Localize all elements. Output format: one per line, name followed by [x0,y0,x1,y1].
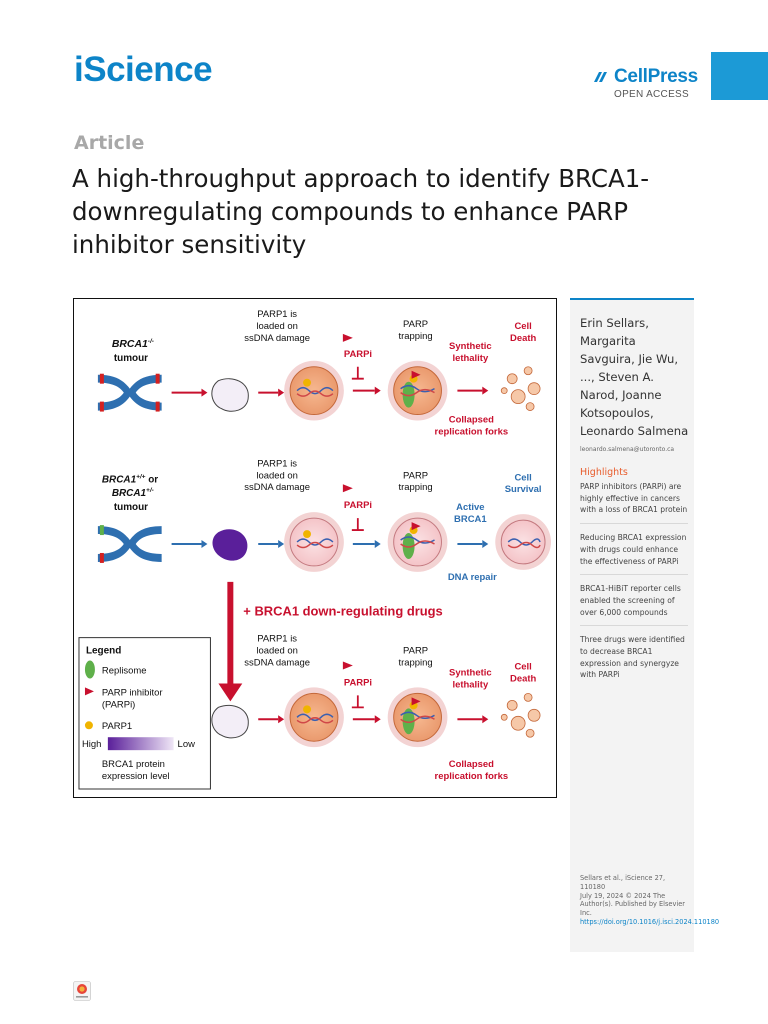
svg-text:Collapsed: Collapsed [449,759,494,770]
svg-text:PARP: PARP [403,646,428,657]
journal-name: iScience [74,50,213,89]
svg-text:trapping: trapping [398,482,432,493]
brca1-protein-blob-high [212,529,248,561]
svg-text:BRCA1: BRCA1 [454,514,487,525]
highlight-item: PARP inhibitors (PARPi) are highly effec… [580,481,688,525]
copyright-line: July 19, 2024 © 2024 The Author(s). Publ… [580,891,685,918]
svg-text:PARP1 is: PARP1 is [257,309,297,320]
svg-text:Low: Low [178,739,196,750]
publisher-name: CellPress [614,66,698,87]
svg-text:trapping: trapping [398,331,432,342]
chromosome-icon [97,373,162,412]
svg-text:Legend: Legend [86,646,121,657]
svg-text:replication forks: replication forks [435,426,509,437]
tumour-label-1: BRCA1-/- [112,338,154,350]
svg-text:Cell: Cell [514,321,531,332]
panel-brca1-null: BRCA1-/- tumour PARP1 is loaded on ssDNA… [97,309,541,437]
drugs-label: + BRCA1 down-regulating drugs [243,604,442,619]
panel-brca1-wildtype: BRCA1+/+ or BRCA1+/- tumour PARP1 is loa… [97,458,552,583]
svg-text:Replisome: Replisome [102,665,147,676]
svg-text:PARPi: PARPi [344,500,372,511]
svg-text:PARP1 is: PARP1 is [257,634,297,645]
svg-text:PARP: PARP [403,319,428,330]
highlight-item: BRCA1-HiBiT reporter cells enabled the s… [580,583,688,627]
svg-text:PARP inhibitor: PARP inhibitor [102,687,163,698]
svg-text:expression level: expression level [102,771,170,782]
svg-text:Cell: Cell [514,472,531,483]
svg-text:PARP1: PARP1 [102,721,132,732]
svg-text:Synthetic: Synthetic [449,667,492,678]
svg-text:DNA repair: DNA repair [448,572,497,583]
svg-text:PARPi: PARPi [344,349,372,360]
dead-cell-fragments [500,366,541,411]
svg-text:lethality: lethality [452,353,488,364]
panel-drug-treated: PARP1 is loaded on ssDNA damage PARPi PA… [211,634,541,782]
svg-text:lethality: lethality [452,679,488,690]
article-title: A high-throughput approach to identify B… [72,164,650,259]
svg-text:Synthetic: Synthetic [449,341,492,352]
tumour-word-1: tumour [114,353,148,364]
svg-text:High: High [82,739,101,750]
article-sidebar: Erin Sellars, Margarita Savguira, Jie Wu… [570,298,720,952]
citation-block: Sellars et al., iScience 27, 110180 July… [580,874,720,927]
svg-text:BRCA1 protein: BRCA1 protein [102,759,165,770]
svg-text:(PARPi): (PARPi) [102,699,135,710]
replisome-icon [402,381,415,408]
svg-text:ssDNA damage: ssDNA damage [244,482,310,493]
svg-text:Survival: Survival [505,484,542,495]
svg-text:Active: Active [456,502,484,513]
svg-text:Death: Death [510,673,536,684]
brca1-protein-blob [211,378,249,412]
svg-text:PARP: PARP [403,470,428,481]
highlight-item: Reducing BRCA1 expression with drugs cou… [580,532,688,576]
svg-text:loaded on: loaded on [256,646,298,657]
legend-box: Legend Replisome PARP inhibitor (PARPi) … [78,637,211,790]
citation-line: Sellars et al., iScience 27, 110180 [580,874,666,891]
check-for-updates-icon[interactable] [73,981,91,1001]
author-list: Erin Sellars, Margarita Savguira, Jie Wu… [580,316,689,438]
highlight-item: Three drugs were identified to decrease … [580,635,685,680]
corresponding-email[interactable]: leonardo.salmena@utoronto.ca [580,446,675,453]
svg-text:ssDNA damage: ssDNA damage [244,333,310,344]
svg-text:Collapsed: Collapsed [449,415,494,426]
highlights-heading: Highlights [580,467,628,478]
svg-text:loaded on: loaded on [256,321,298,332]
svg-text:loaded on: loaded on [256,470,298,481]
graphical-abstract: BRCA1-/- tumour PARP1 is loaded on ssDNA… [73,298,557,798]
article-type: Article [74,132,145,154]
svg-text:tumour: tumour [114,502,148,513]
svg-text:PARPi: PARPi [344,677,372,688]
svg-text:Cell: Cell [514,661,531,672]
svg-text:replication forks: replication forks [435,771,509,782]
header-accent-bar [711,52,768,100]
doi-link[interactable]: https://doi.org/10.1016/j.isci.2024.1101… [580,917,720,926]
cellpress-logo[interactable]: CellPress [590,66,698,88]
cellpress-icon [594,72,607,82]
svg-text:Death: Death [510,333,536,344]
highlights-list: PARP inhibitors (PARPi) are highly effec… [580,481,688,696]
svg-text:ssDNA damage: ssDNA damage [244,658,310,669]
open-access-label: OPEN ACCESS [614,89,689,100]
tumour-label-2a: BRCA1+/+ or [102,473,158,485]
svg-text:trapping: trapping [398,658,432,669]
svg-text:PARP1 is: PARP1 is [257,458,297,469]
tumour-label-2b: BRCA1+/- [112,487,154,499]
